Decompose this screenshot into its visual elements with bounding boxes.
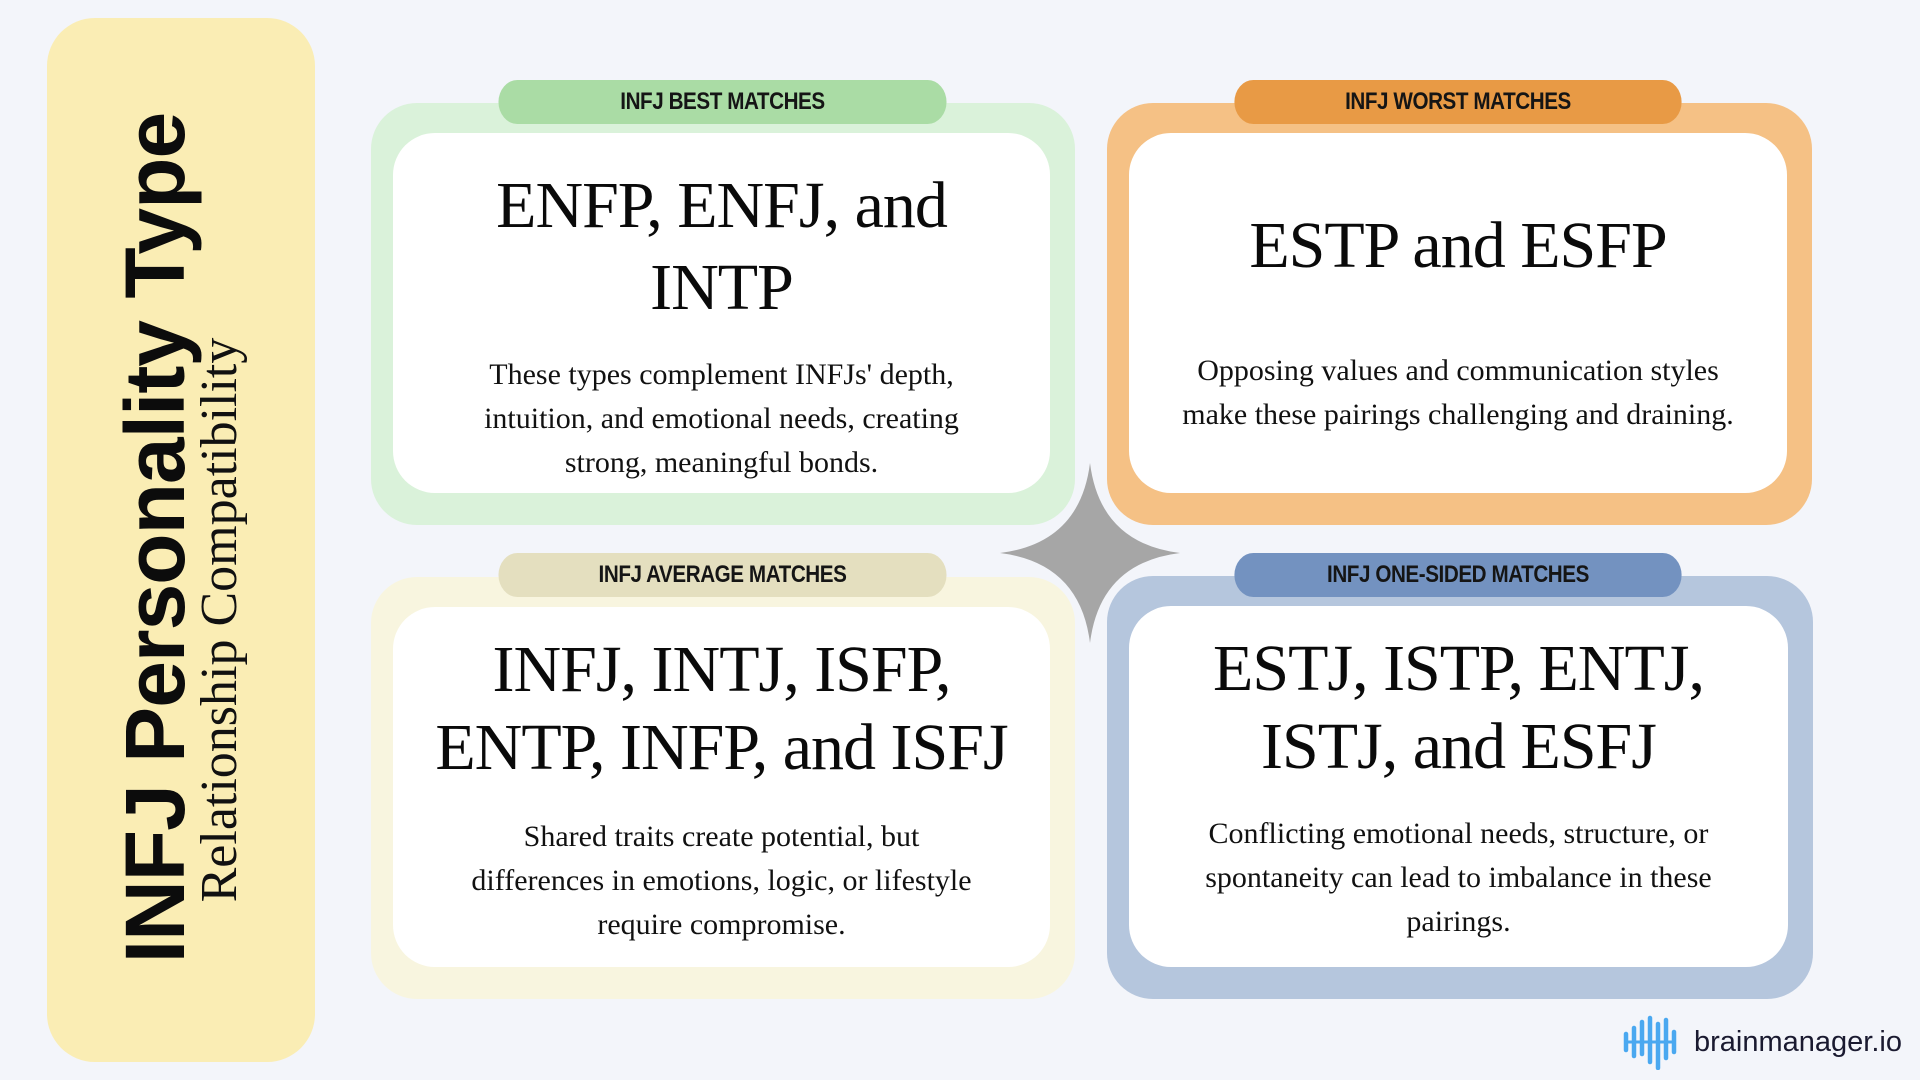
one-sided-matches-description: Conflicting emotional needs, structure, … [1205, 817, 1712, 938]
one-sided-matches-label-text: INFJ ONE-SIDED MATCHES [1327, 561, 1589, 588]
worst-matches-card: ESTP and ESFP Opposing values and commun… [1107, 103, 1812, 525]
one-sided-matches-label: INFJ ONE-SIDED MATCHES [1234, 553, 1682, 597]
four-point-star-icon [1000, 463, 1180, 643]
one-sided-matches-card-content: ESTJ, ISTP, ENTJ, ISTJ, and ESFJ Conflic… [1129, 606, 1788, 967]
average-matches-label-text: INFJ AVERAGE MATCHES [598, 561, 847, 588]
average-matches-card-content: INFJ, INTJ, ISFP, ENTP, INFP, and ISFJ S… [393, 607, 1050, 967]
average-matches-heading: INFJ, INTJ, ISFP, ENTP, INFP, and ISFJ [435, 633, 1008, 784]
one-sided-matches-heading: ESTJ, ISTP, ENTJ, ISTJ, and ESFJ [1213, 632, 1705, 783]
one-sided-matches-card: ESTJ, ISTP, ENTJ, ISTJ, and ESFJ Conflic… [1107, 576, 1813, 999]
average-matches-description: Shared traits create potential, but diff… [471, 820, 972, 941]
best-matches-card: ENFP, ENFJ, and INTP These types complem… [371, 103, 1075, 525]
worst-matches-card-content: ESTP and ESFP Opposing values and commun… [1129, 133, 1787, 493]
worst-matches-label-text: INFJ WORST MATCHES [1345, 88, 1571, 115]
best-matches-heading: ENFP, ENFJ, and INTP [496, 169, 948, 324]
page-title: INFJ Personality Type [108, 112, 202, 964]
logo-text: brainmanager.io [1694, 1025, 1902, 1058]
best-matches-card-content: ENFP, ENFJ, and INTP These types complem… [393, 133, 1050, 493]
title-rotated-block: INFJ Personality Type Relationship Compa… [101, 40, 261, 1040]
worst-matches-label: INFJ WORST MATCHES [1234, 80, 1682, 124]
brainmanager-logo[interactable]: brainmanager.io [1622, 1014, 1902, 1070]
best-matches-label: INFJ BEST MATCHES [498, 80, 947, 124]
soundwave-icon [1623, 1015, 1677, 1070]
worst-matches-description: Opposing values and communication styles… [1182, 354, 1734, 431]
title-panel: INFJ Personality Type Relationship Compa… [47, 18, 315, 1062]
average-matches-label: INFJ AVERAGE MATCHES [498, 553, 947, 597]
worst-matches-heading: ESTP and ESFP [1249, 209, 1667, 282]
best-matches-description: These types complement INFJs' depth, int… [484, 358, 959, 479]
average-matches-card: INFJ, INTJ, ISFP, ENTP, INFP, and ISFJ S… [371, 577, 1075, 999]
best-matches-label-text: INFJ BEST MATCHES [620, 88, 825, 115]
page-subtitle: Relationship Compatibility [191, 337, 248, 903]
